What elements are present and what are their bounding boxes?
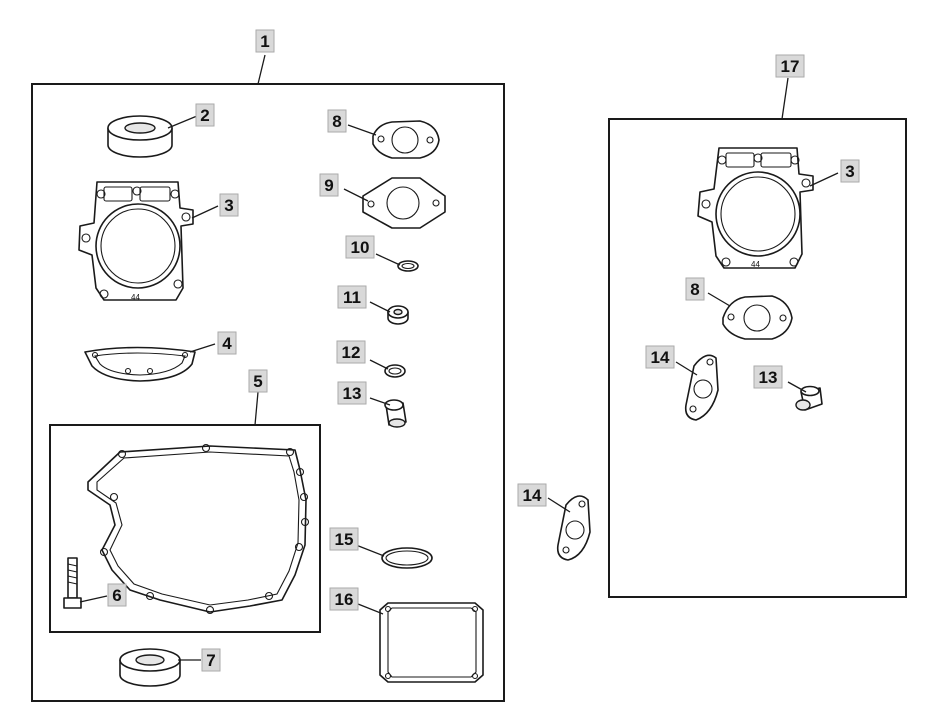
callout-10[interactable]: 10 [345,235,375,259]
valve-seal-right[interactable] [795,385,823,411]
svg-text:5: 5 [253,372,262,391]
svg-text:13: 13 [343,384,362,403]
svg-text:16: 16 [335,590,354,609]
flange-gasket[interactable] [362,177,446,229]
kit-1-frame [31,83,505,702]
head-gasket-right[interactable]: 44 [697,147,814,269]
svg-text:3: 3 [845,162,854,181]
seal-nut[interactable] [387,305,409,325]
svg-text:10: 10 [351,238,370,257]
svg-text:15: 15 [335,530,354,549]
callout-4[interactable]: 4 [217,331,237,355]
breather-gasket[interactable] [84,346,196,382]
callout-13-right[interactable]: 13 [753,365,783,389]
dowel-bolt[interactable] [63,557,82,609]
svg-text:12: 12 [342,343,361,362]
head-gasket-left[interactable]: 44 [78,181,194,302]
svg-text:1: 1 [260,32,269,51]
callout-14-middle[interactable]: 14 [517,483,547,507]
valve-cover-gasket[interactable] [379,602,484,683]
callout-14-right[interactable]: 14 [645,345,675,369]
callout-3-right[interactable]: 3 [840,159,860,183]
callout-17[interactable]: 17 [775,54,805,78]
kit-5-subframe [49,424,321,633]
large-o-ring[interactable] [381,547,433,569]
intake-gasket-right[interactable] [722,295,793,340]
svg-text:9: 9 [324,176,333,195]
svg-text:14: 14 [523,486,542,505]
callout-7[interactable]: 7 [201,648,221,672]
exhaust-gasket-middle[interactable] [556,495,591,561]
callout-13-left[interactable]: 13 [337,381,367,405]
callout-15[interactable]: 15 [329,527,359,551]
svg-text:17: 17 [781,57,800,76]
svg-text:2: 2 [200,106,209,125]
callout-8-left[interactable]: 8 [327,109,347,133]
gasket-mark-right: 44 [751,260,760,269]
callout-11[interactable]: 11 [337,285,367,309]
svg-text:14: 14 [651,348,670,367]
callout-2[interactable]: 2 [195,103,215,127]
exhaust-gasket-right[interactable] [684,354,719,421]
leader-5 [254,391,259,426]
svg-text:4: 4 [222,334,232,353]
callout-16[interactable]: 16 [329,587,359,611]
retaining-ring[interactable] [397,260,419,272]
callout-3-left[interactable]: 3 [219,193,239,217]
svg-text:8: 8 [690,280,699,299]
crankcase-gasket[interactable] [87,443,310,615]
callout-12[interactable]: 12 [336,340,366,364]
svg-text:13: 13 [759,368,778,387]
callout-6[interactable]: 6 [107,583,127,607]
valve-seal-left[interactable] [384,399,407,428]
svg-text:7: 7 [206,651,215,670]
o-ring[interactable] [384,364,406,378]
svg-text:6: 6 [112,586,121,605]
callout-5[interactable]: 5 [248,369,268,393]
intake-gasket-left[interactable] [372,120,440,159]
callout-8-right[interactable]: 8 [685,277,705,301]
svg-text:8: 8 [332,112,341,131]
svg-text:3: 3 [224,196,233,215]
leader-1 [257,54,266,85]
callout-9[interactable]: 9 [319,173,339,197]
kit-17-frame [608,118,907,598]
callout-1[interactable]: 1 [255,29,275,53]
leader-17 [781,77,789,120]
gasket-mark-left: 44 [131,293,140,302]
oil-seal-top[interactable] [107,115,173,158]
oil-seal-bottom[interactable] [119,648,181,687]
svg-text:11: 11 [343,288,361,307]
